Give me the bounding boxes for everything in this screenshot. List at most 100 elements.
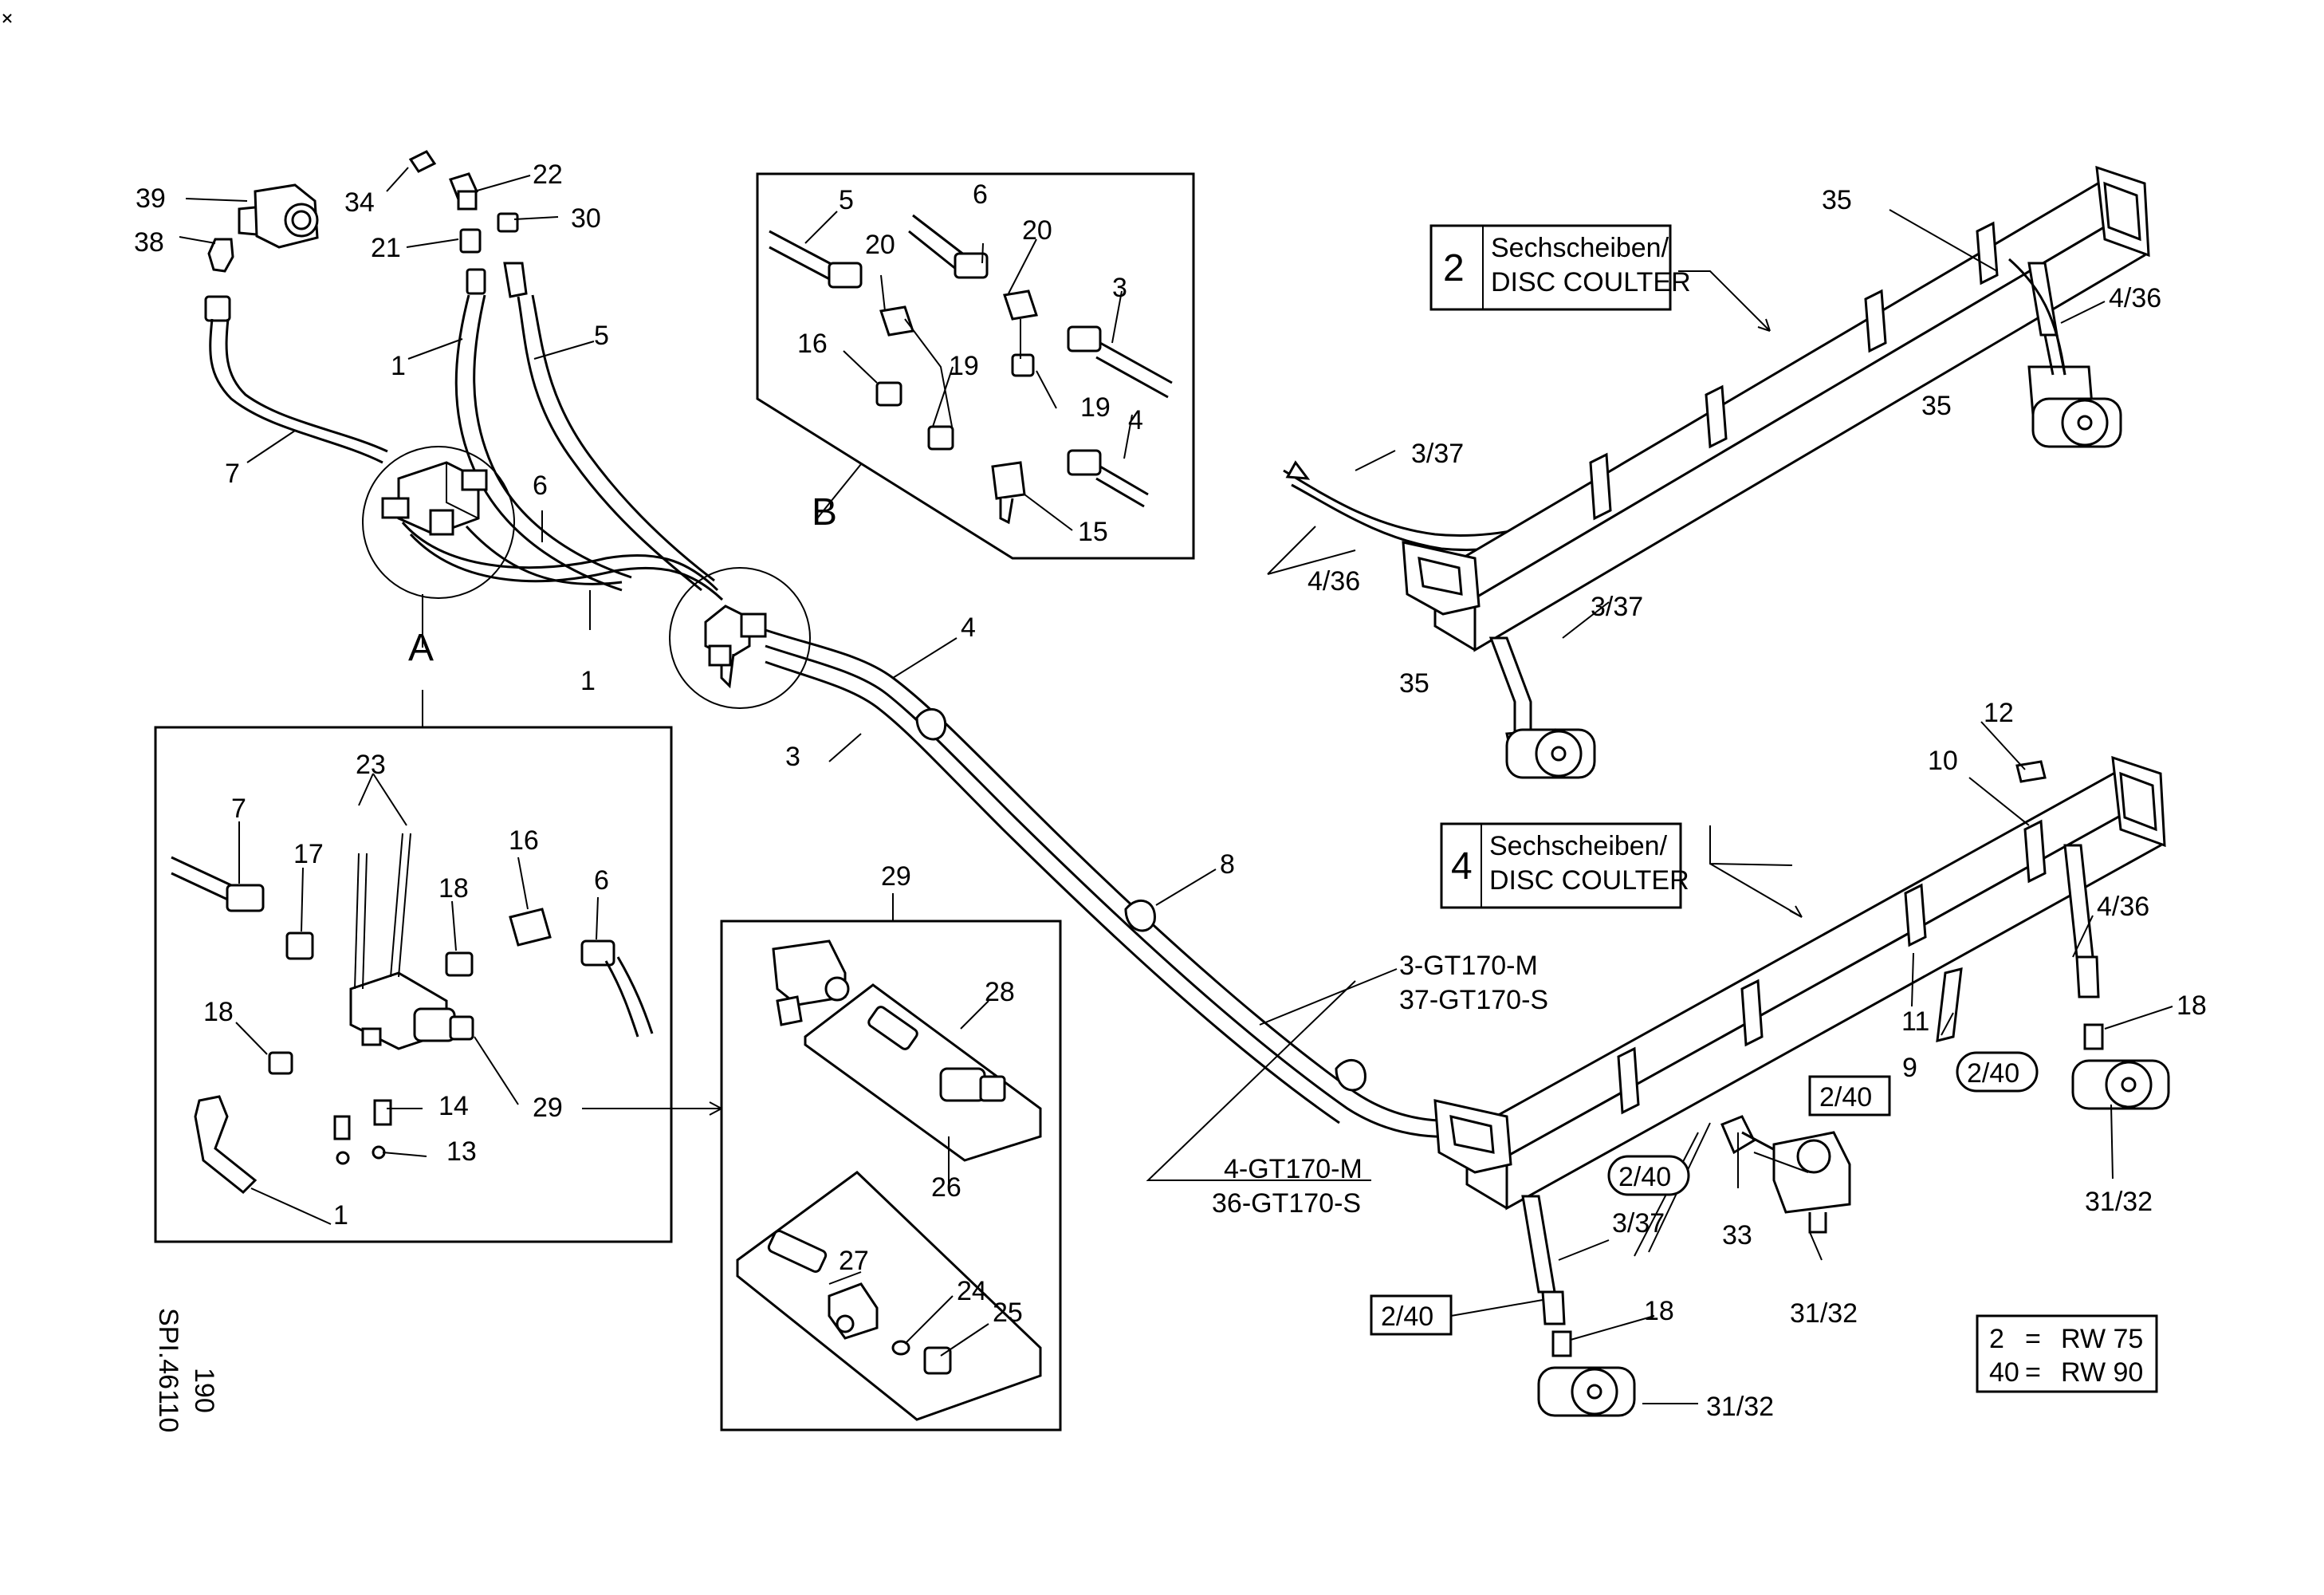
detail-label-b: B (812, 491, 837, 534)
svg-text:2/40: 2/40 (1819, 1082, 1872, 1113)
part-7: 7 (225, 459, 240, 489)
part-31-32: 31/32 (2085, 1187, 2153, 1217)
drawing-id: SPI.46110 (153, 1308, 183, 1432)
part-3-37: 3/37 (1591, 592, 1643, 622)
page-number: 190 (189, 1368, 219, 1413)
part-14: 14 (438, 1091, 469, 1121)
part-labels: 39 38 34 22 21 30 1 5 7 6 1 A B 4 3 8 5 … (134, 160, 2207, 1422)
part-11: 11 (1901, 1006, 1929, 1037)
part-22: 22 (533, 160, 563, 190)
part-34: 34 (344, 187, 375, 218)
coulter-top-num: 2 (1443, 247, 1465, 289)
lower-coulter-frame (1433, 755, 2170, 1417)
svg-text:2/40: 2/40 (1967, 1058, 2019, 1089)
part-20: 20 (1022, 215, 1052, 246)
clamp (915, 707, 947, 741)
part-6: 6 (594, 865, 609, 896)
detail-label-a: A (408, 627, 434, 669)
part-9: 9 (1902, 1053, 1917, 1083)
svg-text:2/40: 2/40 (1381, 1302, 1433, 1332)
coulter-bottom-num: 4 (1451, 845, 1473, 888)
svg-text:2/40: 2/40 (1618, 1162, 1671, 1192)
clamp (1124, 899, 1156, 932)
detail-box-29 (720, 920, 1062, 1432)
part-25: 25 (993, 1298, 1023, 1328)
legend-1-value: RW 75 (2061, 1324, 2143, 1354)
part-19: 19 (1080, 392, 1111, 423)
part-3-37: 3/37 (1612, 1208, 1665, 1239)
part-27: 27 (839, 1246, 869, 1276)
hose-upper-line1: 3-GT170-M (1399, 951, 1538, 981)
corner-mark (2, 14, 12, 23)
part-18: 18 (203, 997, 234, 1027)
part-28: 28 (985, 977, 1015, 1007)
part-13: 13 (446, 1136, 477, 1167)
upper-coulter-frame (1402, 165, 2150, 779)
part-4: 4 (1128, 405, 1143, 435)
part-8: 8 (1220, 849, 1235, 880)
coulter-bottom-line2: DISC COULTER (1489, 865, 1689, 896)
part-20: 20 (865, 230, 895, 260)
part-3: 3 (785, 742, 800, 772)
coulter-bottom-line1: Sechscheiben/ (1489, 831, 1668, 861)
part-29: 29 (533, 1093, 563, 1123)
rw-tag-rounded: 2/40 (1956, 1051, 2039, 1093)
clamp (1335, 1058, 1366, 1092)
part-26: 26 (931, 1172, 961, 1203)
coulter-callout-bottom: 4 Sechscheiben/ DISC COULTER (1440, 822, 1689, 909)
part-5: 5 (594, 321, 609, 351)
part-3-37: 3/37 (1411, 439, 1464, 469)
valve-block (362, 446, 724, 601)
part-4: 4 (961, 612, 976, 643)
detail-box-b (756, 172, 1195, 560)
rw-tag: 2/40 (1370, 1294, 1453, 1336)
part-6: 6 (973, 179, 988, 210)
hose-lower-line2: 36-GT170-S (1212, 1188, 1361, 1219)
legend-2-sep: = (2025, 1357, 2041, 1388)
part-16: 16 (509, 825, 539, 856)
part-15: 15 (1078, 517, 1108, 547)
part-31-32: 31/32 (1790, 1298, 1858, 1329)
tee-fitting (669, 567, 811, 709)
detail-circle-a (362, 446, 515, 599)
part-17: 17 (293, 839, 324, 869)
legend-2-value: RW 90 (2061, 1357, 2143, 1388)
detail-box-a (154, 726, 673, 1243)
part-4-36: 4/36 (2109, 283, 2161, 313)
part-30: 30 (571, 203, 601, 234)
part-21: 21 (371, 233, 401, 263)
part-3: 3 (1112, 273, 1127, 303)
legend-1-sep: = (2025, 1324, 2041, 1354)
legend-box: 2 = RW 75 40 = RW 90 (1976, 1314, 2158, 1393)
coulter-top-line2: DISC COULTER (1491, 267, 1691, 297)
part-4-36: 4/36 (1307, 566, 1360, 597)
part-38: 38 (134, 227, 164, 258)
part-18: 18 (438, 873, 469, 904)
drawing-id-block: SPI.46110 190 (153, 1308, 219, 1432)
rw-tag-rounded: 2/40 (1607, 1155, 1690, 1196)
part-10: 10 (1928, 746, 1958, 776)
part-16: 16 (797, 329, 828, 359)
part-31-32: 31/32 (1706, 1392, 1774, 1422)
part-7: 7 (231, 794, 246, 824)
part-29: 29 (881, 861, 911, 892)
hose-upper-line2: 37-GT170-S (1399, 985, 1548, 1015)
part-4-36: 4/36 (2097, 892, 2149, 922)
coulter-callout-top: 2 Sechscheiben/ DISC COULTER (1429, 224, 1691, 311)
pump-assembly (204, 183, 388, 464)
part-23: 23 (356, 750, 386, 780)
part-35: 35 (1399, 668, 1429, 699)
part-5: 5 (839, 185, 854, 215)
part-1: 1 (333, 1200, 348, 1231)
part-18: 18 (1644, 1296, 1674, 1326)
main-hose-run (765, 628, 2098, 1139)
leader-lines (179, 167, 2173, 1404)
detail-circle-b (669, 567, 811, 709)
part-39: 39 (136, 183, 166, 214)
legend-1-code: 2 (1989, 1324, 2004, 1354)
legend-2-code: 40 (1989, 1357, 2019, 1388)
part-1: 1 (391, 351, 406, 381)
rw-tag: 2/40 (1808, 1075, 1891, 1116)
part-18: 18 (2177, 990, 2207, 1021)
